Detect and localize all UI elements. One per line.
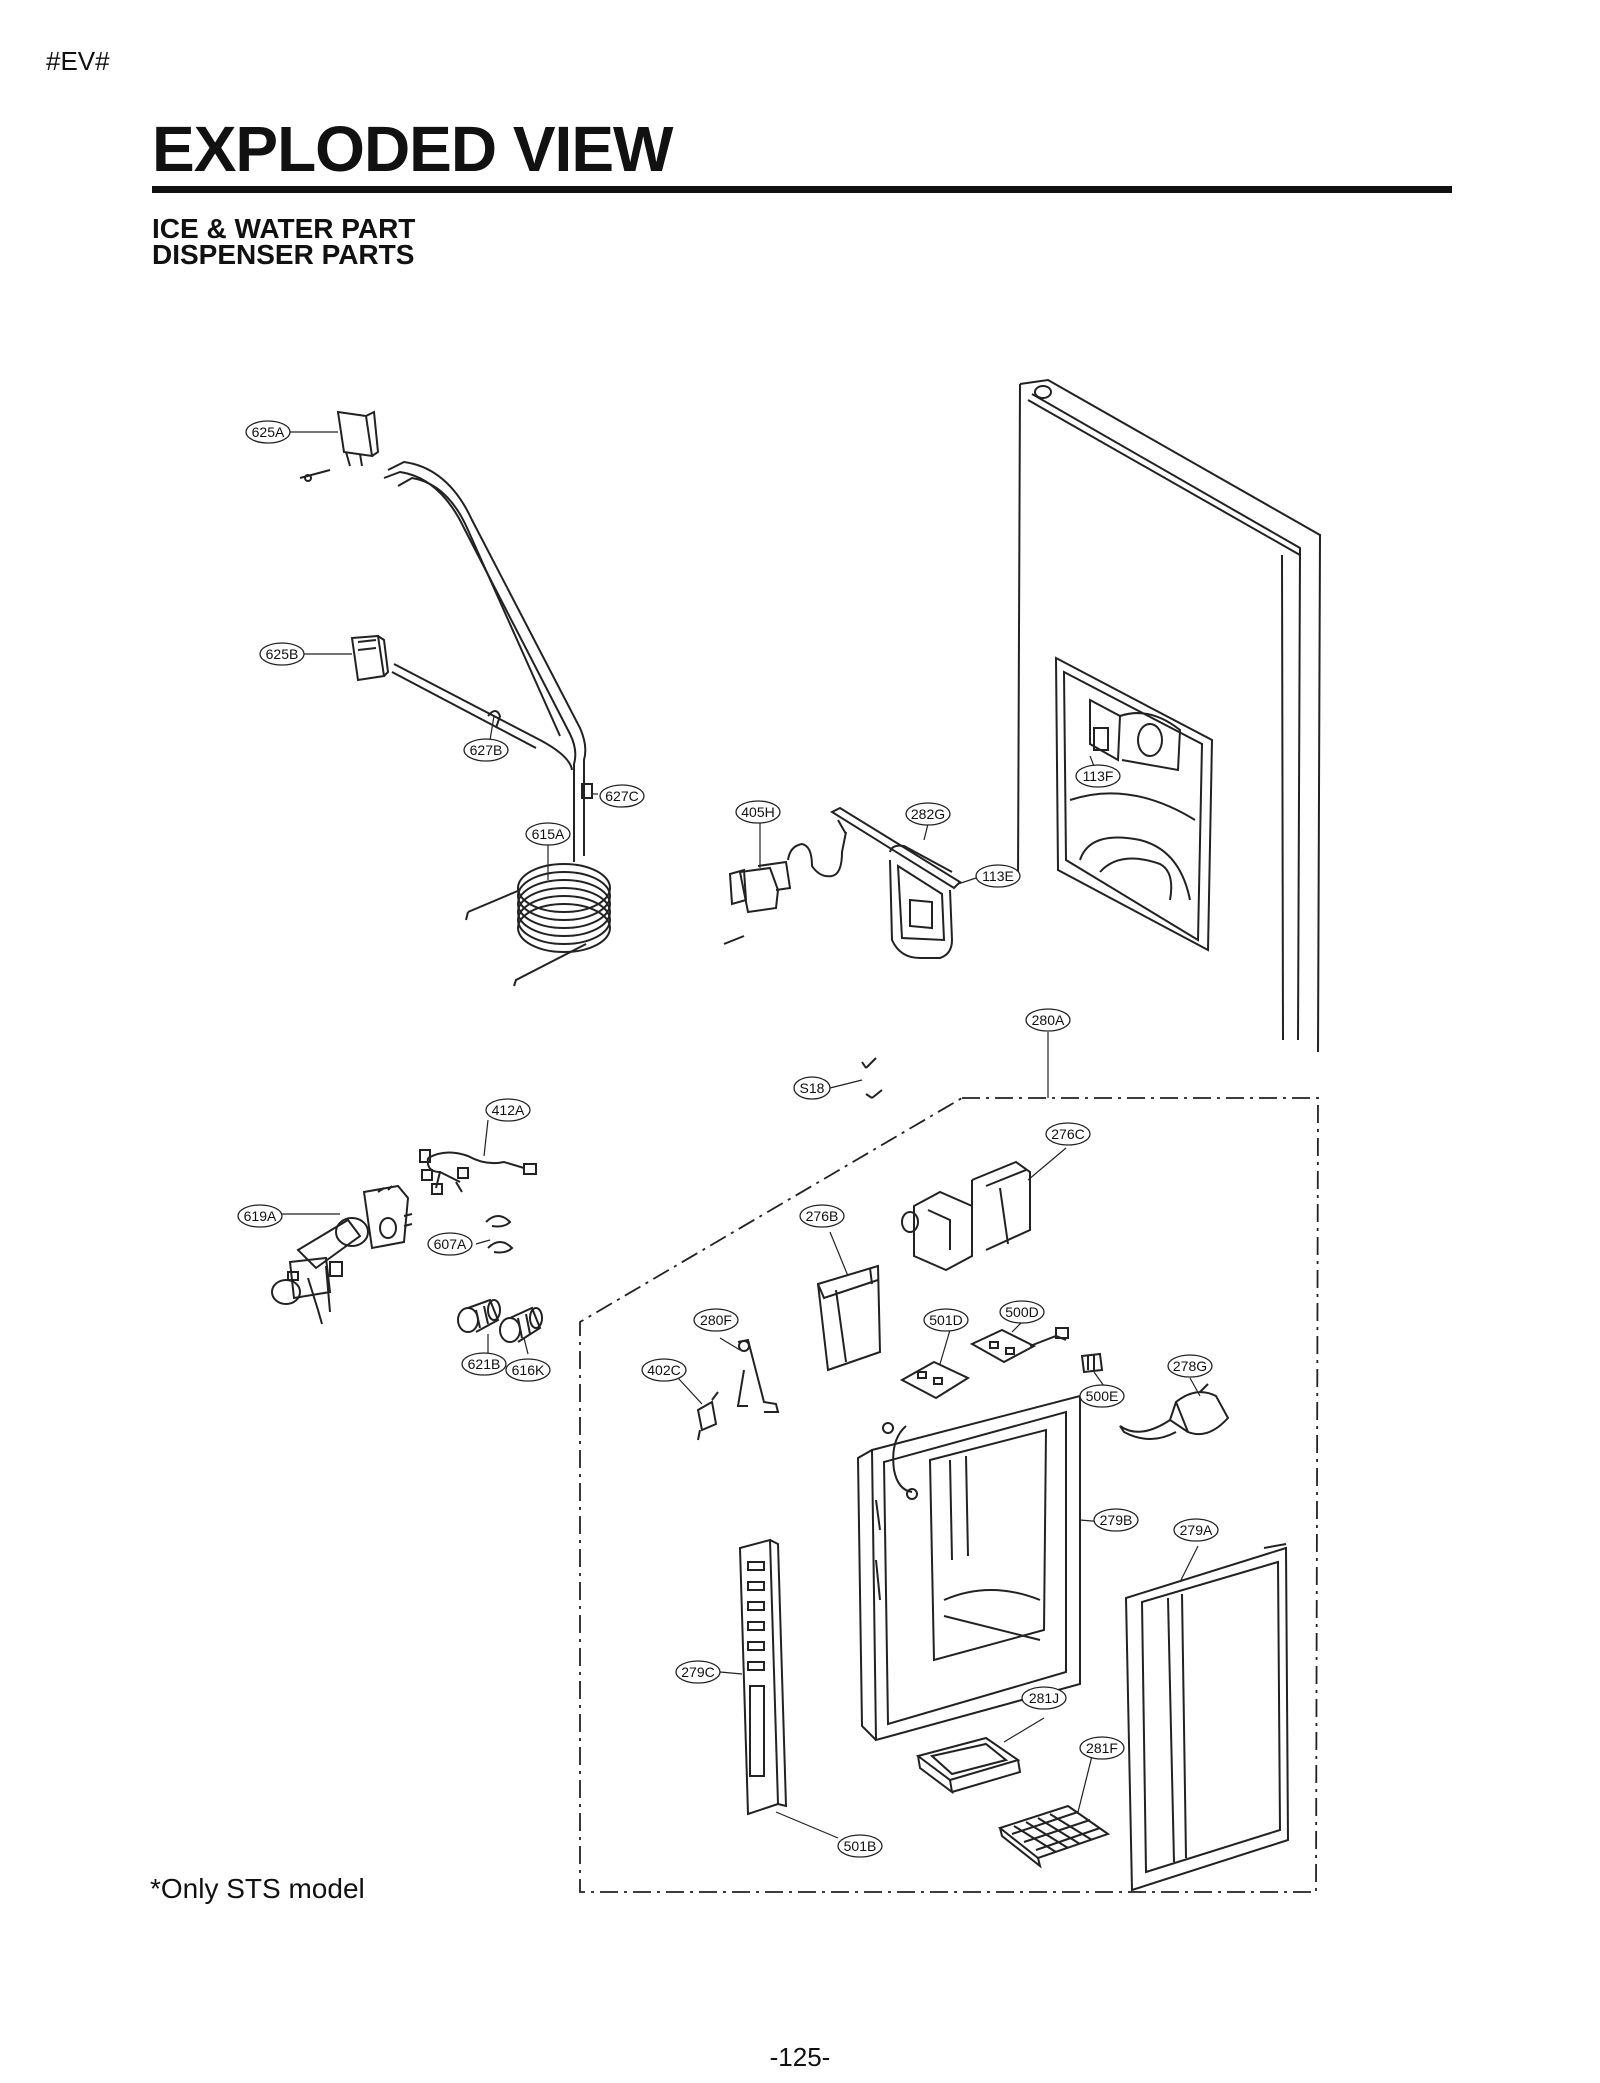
callout-412a: 412A <box>485 1098 531 1122</box>
callout-s18: S18 <box>793 1076 831 1100</box>
part-s18-screws <box>861 1057 883 1099</box>
callout-625a: 625A <box>245 420 291 444</box>
svg-text:280A: 280A <box>1032 1012 1065 1028</box>
part-405h-motor <box>723 819 847 945</box>
callout-278g: 278G <box>1167 1354 1213 1378</box>
callout-276c: 276C <box>1045 1122 1091 1146</box>
part-412a-harness <box>419 1149 537 1195</box>
callout-627b: 627B <box>463 738 509 762</box>
part-616k-fitting <box>499 1306 543 1343</box>
part-615a-coil <box>465 863 611 987</box>
svg-text:616K: 616K <box>512 1362 545 1378</box>
svg-text:282G: 282G <box>911 806 945 822</box>
callout-615a: 615A <box>525 822 571 846</box>
part-619a-valve <box>271 1184 413 1325</box>
part-281f-grill <box>997 1804 1111 1869</box>
svg-text:500D: 500D <box>1005 1304 1038 1320</box>
callout-labels: 625A 625B 627B 627C 615A 405H 282G 113E … <box>237 420 1219 1858</box>
callout-625b: 625B <box>259 642 305 666</box>
callout-279b: 279B <box>1093 1508 1139 1532</box>
callout-616k: 616K <box>505 1358 551 1382</box>
callout-281j: 281J <box>1021 1686 1067 1710</box>
callout-276b: 276B <box>799 1204 845 1228</box>
title-underline <box>152 186 1452 193</box>
svg-text:625A: 625A <box>252 424 285 440</box>
callout-621b: 621B <box>461 1352 507 1376</box>
callout-280f: 280F <box>693 1308 739 1332</box>
svg-text:500E: 500E <box>1086 1388 1119 1404</box>
callout-113e: 113E <box>975 864 1021 888</box>
svg-text:278G: 278G <box>1173 1358 1207 1374</box>
svg-text:405H: 405H <box>741 804 774 820</box>
footnote: *Only STS model <box>150 1873 365 1904</box>
part-279a-cover <box>1124 1543 1290 1892</box>
part-500d-pcb <box>969 1327 1069 1364</box>
callout-627c: 627C <box>599 784 645 808</box>
part-276c-housing <box>901 1160 1031 1272</box>
callout-282g: 282G <box>905 802 951 826</box>
part-621b-fitting <box>457 1298 501 1333</box>
svg-text:281J: 281J <box>1029 1690 1059 1706</box>
svg-text:412A: 412A <box>492 1102 525 1118</box>
svg-text:627B: 627B <box>470 742 503 758</box>
tube-set <box>383 460 593 862</box>
svg-text:276C: 276C <box>1051 1126 1084 1142</box>
svg-text:501B: 501B <box>844 1838 877 1854</box>
callout-405h: 405H <box>735 800 781 824</box>
part-625b-cover <box>350 634 390 682</box>
svg-text:621B: 621B <box>468 1356 501 1372</box>
part-625a-cover <box>299 410 380 482</box>
svg-text:501D: 501D <box>929 1312 962 1328</box>
part-607a-clips <box>485 1215 514 1254</box>
callout-279a: 279A <box>1173 1518 1219 1542</box>
svg-text:607A: 607A <box>434 1236 467 1252</box>
svg-text:113E: 113E <box>982 868 1014 884</box>
svg-text:619A: 619A <box>244 1208 277 1224</box>
callout-501b: 501B <box>837 1834 883 1858</box>
callout-280a: 280A <box>1025 1008 1071 1032</box>
part-278g-duct <box>1119 1383 1230 1440</box>
door-dispenser-recess <box>1054 656 1214 952</box>
svg-text:402C: 402C <box>647 1362 680 1378</box>
callout-501d: 501D <box>923 1308 969 1332</box>
page-tag: #EV# <box>46 46 110 76</box>
page-number: -125- <box>769 2042 831 2072</box>
part-282g-bracket <box>829 806 962 959</box>
part-279c-panel <box>738 1538 788 1816</box>
part-500e-connector <box>1080 1352 1104 1374</box>
callout-607a: 607A <box>427 1232 473 1256</box>
svg-text:276B: 276B <box>806 1208 839 1224</box>
page-title: EXPLODED VIEW <box>152 113 673 185</box>
svg-text:279B: 279B <box>1100 1512 1133 1528</box>
part-402c-switch <box>696 1391 719 1441</box>
callout-113f: 113F <box>1075 764 1121 788</box>
callout-279c: 279C <box>675 1660 721 1684</box>
svg-text:280F: 280F <box>700 1312 732 1328</box>
leader-lines <box>282 431 1201 1839</box>
part-279b-frame <box>856 1394 1081 1742</box>
part-501d-pcb <box>899 1360 971 1400</box>
part-281j-tray <box>915 1736 1022 1795</box>
svg-text:615A: 615A <box>532 826 565 842</box>
svg-text:279C: 279C <box>681 1664 714 1680</box>
callout-500e: 500E <box>1079 1384 1125 1408</box>
callout-619a: 619A <box>237 1204 283 1228</box>
callout-500d: 500D <box>999 1300 1045 1324</box>
section-subtitle-2: DISPENSER PARTS <box>152 239 415 270</box>
svg-text:113F: 113F <box>1083 768 1114 784</box>
part-276b-flap <box>816 1264 882 1372</box>
door-panel <box>1017 378 1322 1053</box>
part-280f-lever <box>736 1338 780 1413</box>
svg-text:S18: S18 <box>800 1080 825 1096</box>
callout-402c: 402C <box>641 1358 687 1382</box>
callout-281f: 281F <box>1079 1736 1125 1760</box>
svg-text:281F: 281F <box>1086 1740 1118 1756</box>
svg-text:625B: 625B <box>266 646 299 662</box>
section-subtitle-1: ICE & WATER PART <box>152 213 416 244</box>
dispenser-assembly-outline <box>579 1097 1319 1893</box>
svg-text:279A: 279A <box>1180 1522 1213 1538</box>
svg-text:627C: 627C <box>605 788 638 804</box>
